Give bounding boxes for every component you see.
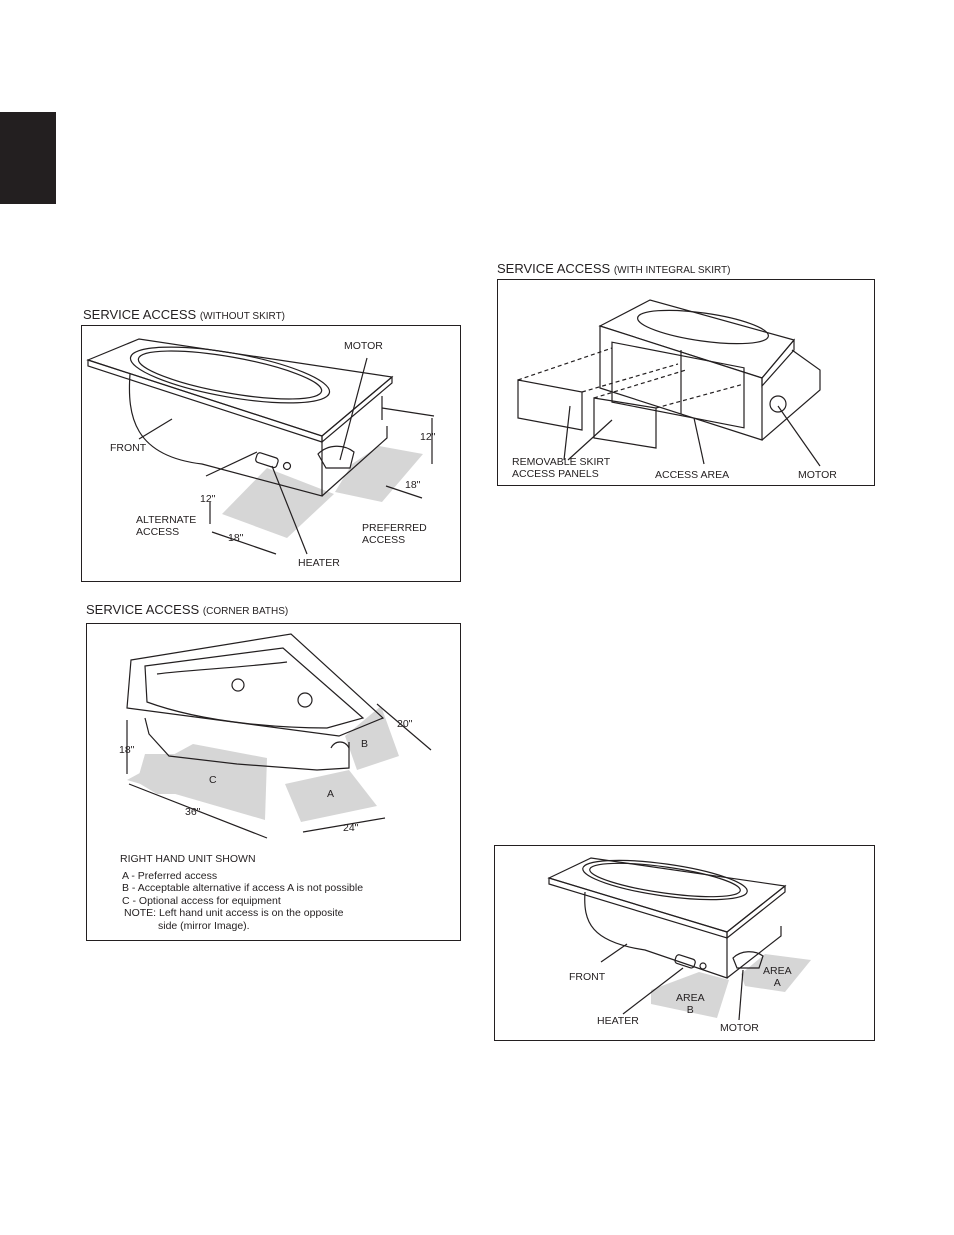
note-line: C - Optional access for equipment — [122, 894, 281, 907]
area-a-label: A — [327, 788, 335, 800]
dimension-18: 18" — [119, 744, 135, 756]
alternate-access-label: ALTERNATE ACCESS — [136, 514, 197, 538]
preferred-access-label: PREFERRED ACCESS — [362, 522, 427, 546]
front-label: FRONT — [110, 442, 147, 454]
note-line: A - Preferred access — [122, 869, 218, 882]
corner-baths-heading: SERVICE ACCESS (CORNER BATHS) — [86, 602, 289, 617]
bathtub-without-skirt-drawing — [86, 338, 435, 555]
removable-panels-label: REMOVABLE SKIRT ACCESS PANELS — [512, 456, 611, 480]
motor-label: MOTOR — [720, 1022, 759, 1034]
section-tab — [0, 112, 56, 204]
corner-bathtub-drawing — [126, 633, 432, 839]
area-c-label: C — [209, 774, 217, 786]
dimension-20: 20" — [397, 718, 413, 730]
access-area-label: ACCESS AREA — [655, 469, 730, 481]
dimension-24: 24" — [343, 822, 359, 834]
dimension-12-right: 12" — [420, 431, 436, 443]
integral-skirt-heading: SERVICE ACCESS (WITH INTEGRAL SKIRT) — [497, 261, 731, 276]
dimension-12-left: 12" — [200, 493, 216, 505]
motor-label: MOTOR — [344, 340, 383, 352]
dimension-36: 36" — [185, 806, 201, 818]
access-areas-figure: FRONT AREA A AREA B HEATER MOTOR — [494, 845, 875, 1041]
corner-baths-figure: 20" 18" B C A 36" 24" RIGHT HAND UNIT SH… — [86, 623, 461, 941]
heater-label: HEATER — [298, 557, 340, 569]
note-line: B - Acceptable alternative if access A i… — [122, 882, 364, 894]
front-label: FRONT — [569, 971, 606, 983]
bathtub-access-areas-drawing — [547, 857, 811, 1021]
area-a-label: AREA A — [763, 965, 792, 989]
bathtub-integral-skirt-drawing — [517, 299, 821, 467]
note-line: side (mirror Image). — [158, 919, 250, 932]
heater-label: HEATER — [597, 1015, 639, 1027]
motor-label: MOTOR — [798, 469, 837, 481]
without-skirt-figure: MOTOR FRONT 12" 18" 12" ALTERNATE ACCESS… — [81, 325, 461, 582]
note-line: NOTE: Left hand unit access is on the op… — [124, 907, 344, 919]
dimension-18-right: 18" — [405, 479, 421, 491]
corner-access-notes: RIGHT HAND UNIT SHOWN A - Preferred acce… — [120, 853, 363, 932]
notes-title: RIGHT HAND UNIT SHOWN — [120, 853, 256, 865]
area-b-label: B — [361, 738, 369, 750]
without-skirt-heading: SERVICE ACCESS (WITHOUT SKIRT) — [83, 307, 286, 322]
integral-skirt-figure: REMOVABLE SKIRT ACCESS PANELS ACCESS ARE… — [497, 279, 875, 486]
area-b-label: AREA B — [676, 992, 705, 1016]
dimension-18-left: 18" — [228, 532, 244, 544]
